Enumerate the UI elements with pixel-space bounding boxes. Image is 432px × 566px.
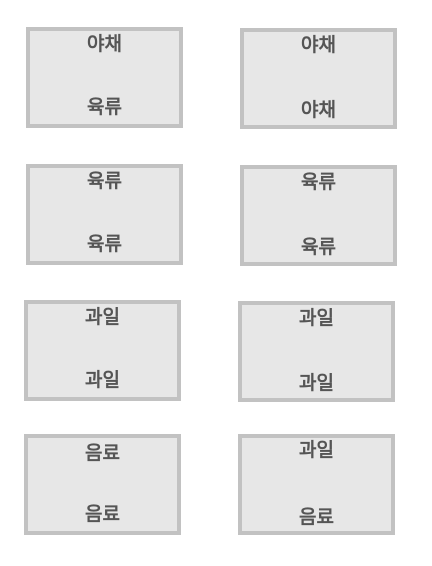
card-top-label: 과일 <box>299 439 334 461</box>
card-bottom-label: 과일 <box>299 372 334 394</box>
card-bottom-label: 야채 <box>301 99 336 121</box>
card-top-label: 육류 <box>301 171 336 193</box>
card-bottom-label: 음료 <box>299 506 334 528</box>
card-3[interactable]: 육류 육류 <box>26 164 183 265</box>
card-8[interactable]: 과일 음료 <box>238 434 395 535</box>
card-bottom-label: 육류 <box>87 96 122 118</box>
card-6[interactable]: 과일 과일 <box>238 301 395 402</box>
card-bottom-label: 과일 <box>85 369 120 391</box>
card-top-label: 야채 <box>301 34 336 56</box>
card-bottom-label: 육류 <box>87 233 122 255</box>
card-top-label: 음료 <box>85 442 120 464</box>
card-top-label: 야채 <box>87 33 122 55</box>
card-7[interactable]: 음료 음료 <box>24 434 181 535</box>
card-top-label: 과일 <box>299 307 334 329</box>
card-5[interactable]: 과일 과일 <box>24 300 181 401</box>
card-top-label: 과일 <box>85 306 120 328</box>
card-4[interactable]: 육류 육류 <box>240 165 397 266</box>
card-1[interactable]: 야채 육류 <box>26 27 183 128</box>
card-bottom-label: 음료 <box>85 503 120 525</box>
card-top-label: 육류 <box>87 170 122 192</box>
card-bottom-label: 육류 <box>301 236 336 258</box>
card-2[interactable]: 야채 야채 <box>240 28 397 129</box>
